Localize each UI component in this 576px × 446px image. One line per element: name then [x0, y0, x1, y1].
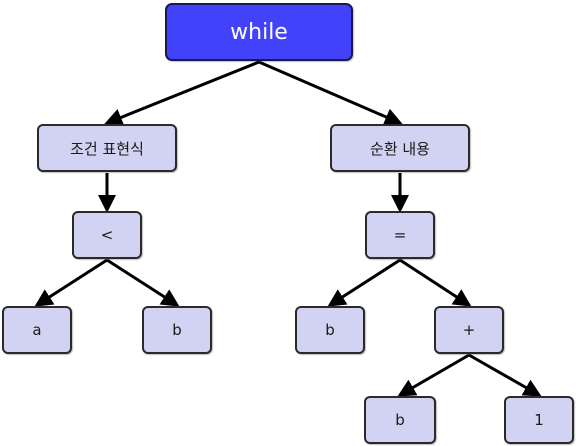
less-than-node: <	[72, 211, 142, 259]
edge-assign-to-assign_b	[327, 258, 401, 307]
operand-b-label: b	[172, 321, 182, 339]
plus-label: +	[462, 321, 476, 339]
plus-node: +	[434, 306, 504, 354]
edge-less_than-to-cond_a	[34, 258, 108, 307]
edge-plus-to-plus_1	[468, 353, 542, 397]
addend-b-label: b	[395, 411, 405, 429]
edge-assign-to-plus	[399, 258, 472, 307]
condition-expression-node: 조건 표현식	[37, 124, 177, 172]
operand-a-node: a	[2, 306, 72, 354]
assign-label: =	[393, 226, 407, 244]
loop-body-label: 순환 내용	[370, 139, 430, 158]
edge-less_than-to-cond_b	[106, 258, 180, 307]
less-than-label: <	[100, 226, 114, 244]
edge-plus-to-plus_b	[397, 353, 470, 397]
addend-one-node: 1	[504, 396, 574, 444]
assign-target-b-node: b	[295, 306, 365, 354]
edge-while-to-body	[258, 60, 403, 126]
loop-body-node: 순환 내용	[330, 124, 470, 172]
operand-a-label: a	[32, 321, 42, 339]
addend-b-node: b	[364, 396, 436, 444]
assign-target-b-label: b	[325, 321, 335, 339]
edge-layer	[34, 60, 542, 397]
operand-b-node: b	[142, 306, 212, 354]
addend-one-label: 1	[534, 411, 544, 429]
condition-expression-label: 조건 표현식	[70, 139, 144, 158]
assign-node: =	[365, 211, 435, 259]
while-node-label: while	[230, 19, 288, 45]
edge-while-to-condition	[104, 60, 260, 126]
while-node: while	[165, 3, 353, 61]
